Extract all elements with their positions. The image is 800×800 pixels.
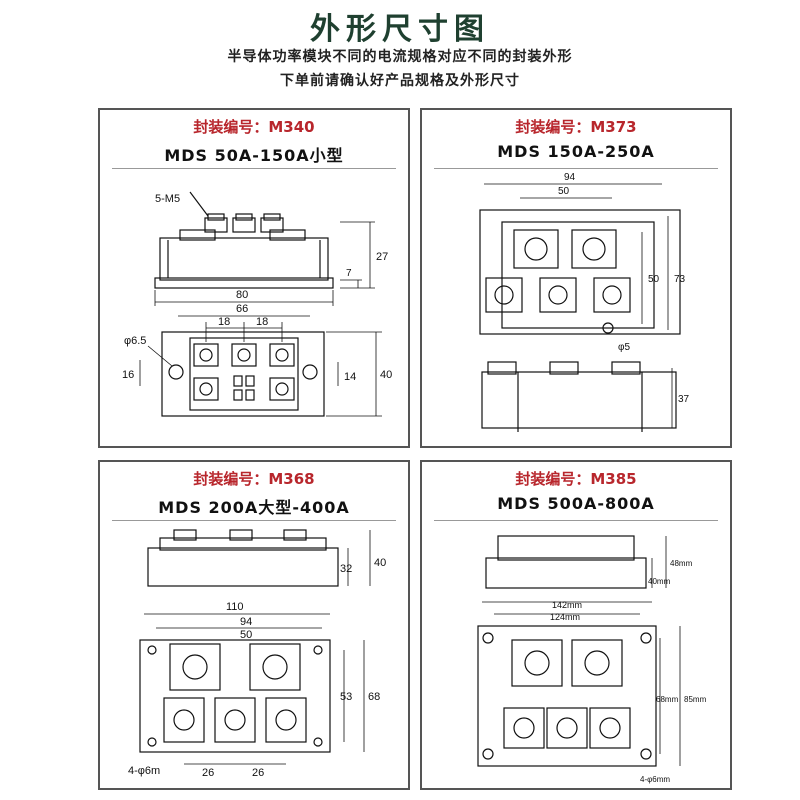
dim-h2: 48mm <box>670 559 693 568</box>
m340-drawing: 5-M5 27 7 80 66 18 18 φ6.5 1 <box>122 191 392 417</box>
dim-v2: 68 <box>368 691 380 703</box>
package-code: 封装编号：M340 <box>193 118 315 136</box>
dim-top: 94 <box>564 172 576 183</box>
dim-inner: 124mm <box>550 612 580 622</box>
package-code: 封装编号：M368 <box>193 470 315 488</box>
screw-label: 5-M5 <box>155 193 180 205</box>
dim-pitch: 66 <box>236 303 248 315</box>
dim-s1: 26 <box>202 767 214 779</box>
dim-spacing-1: 18 <box>218 316 230 328</box>
package-model: MDS 200A大型-400A <box>158 498 350 517</box>
dim-w2: 50 <box>240 629 252 641</box>
subtitle-line-1: 半导体功率模块不同的电流规格对应不同的封装外形 <box>227 49 573 65</box>
page-title: 外形尺寸图 <box>310 12 490 47</box>
dim-v1: 53 <box>340 691 352 703</box>
package-card-m385: 封装编号：M385 MDS 500A-800A 40mm 48mm 142mm … <box>420 460 732 790</box>
dim-height: 37 <box>678 394 690 405</box>
dim-left: 16 <box>122 369 134 381</box>
divider <box>434 520 718 521</box>
dim-v2: 73 <box>674 274 686 285</box>
package-card-m340: 封装编号：M340 MDS 50A-150A小型 5-M5 27 7 80 66 <box>98 108 410 448</box>
dim-h2: 40 <box>374 557 386 569</box>
dim-h1: 40mm <box>648 577 671 586</box>
m385-drawing: 40mm 48mm 142mm 124mm 68mm 85mm 4-φ6mm <box>477 535 707 784</box>
dim-width: 40 <box>380 369 392 381</box>
dim-h1: 32 <box>340 563 352 575</box>
package-card-m373: 封装编号：M373 MDS 150A-250A 94 50 φ5 50 73 3… <box>420 108 732 448</box>
m373-drawing: 94 50 φ5 50 73 37 <box>479 172 690 432</box>
dim-length: 110 <box>226 601 244 613</box>
m368-drawing: 32 40 110 94 50 53 68 4-φ6m 26 26 <box>128 529 386 779</box>
dim-spacing-2: 18 <box>256 316 268 328</box>
package-model: MDS 150A-250A <box>497 142 655 161</box>
package-code: 封装编号：M385 <box>515 470 637 488</box>
dim-v1: 50 <box>648 274 660 285</box>
dim-hole: φ6.5 <box>124 335 146 347</box>
dim-mid: 14 <box>344 371 356 383</box>
dim-height: 27 <box>376 251 388 263</box>
dim-w1: 94 <box>240 616 252 628</box>
divider <box>434 168 718 169</box>
package-code: 封装编号：M373 <box>515 118 637 136</box>
package-model: MDS 50A-150A小型 <box>164 146 344 165</box>
dim-s2: 26 <box>252 767 264 779</box>
package-card-m368: 封装编号：M368 MDS 200A大型-400A 32 40 110 94 5… <box>98 460 410 790</box>
dim-v2: 85mm <box>684 695 707 704</box>
dim-inner: 50 <box>558 186 570 197</box>
dim-hole: φ5 <box>618 342 630 353</box>
dim-holes: 4-φ6m <box>128 765 160 777</box>
package-model: MDS 500A-800A <box>497 494 655 513</box>
dim-holes: 4-φ6mm <box>640 775 670 784</box>
dim-base: 7 <box>346 268 352 279</box>
divider <box>112 168 396 169</box>
dim-length: 80 <box>236 289 248 301</box>
divider <box>112 520 396 521</box>
dim-v1: 68mm <box>656 695 679 704</box>
subtitle-line-2: 下单前请确认好产品规格及外形尺寸 <box>280 73 520 89</box>
dim-length: 142mm <box>552 600 582 610</box>
